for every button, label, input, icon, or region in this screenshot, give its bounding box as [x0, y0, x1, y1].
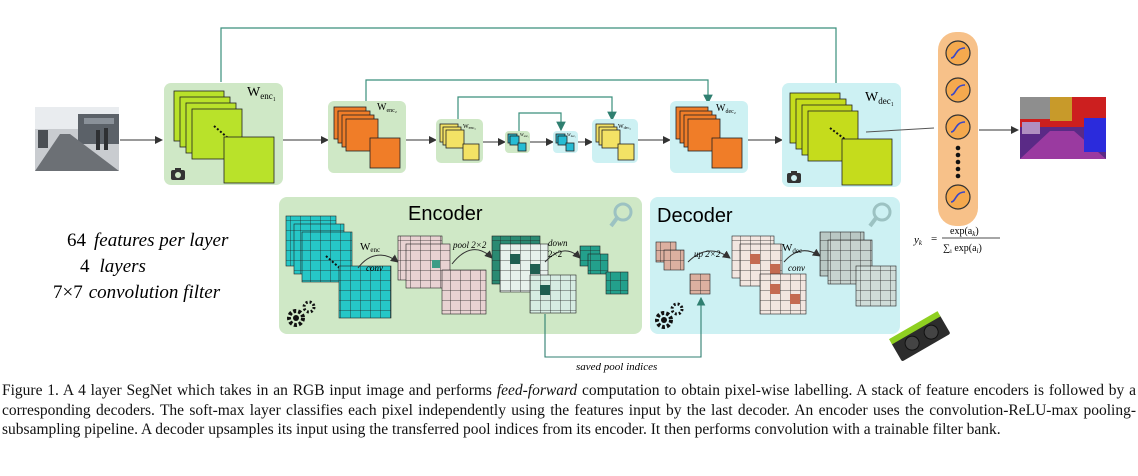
- segnet-architecture-figure: Wenc₁ Wenc₂ Wenc₃ Wenc₄: [35, 27, 1106, 373]
- dec1-weight-label: Wdec₁: [865, 90, 894, 106]
- svg-text:∑i exp(ai): ∑i exp(ai): [943, 243, 982, 255]
- encoder-pool-label: pool 2×2: [452, 240, 487, 250]
- caption-text-1: Figure 1. A 4 layer SegNet which takes i…: [2, 382, 497, 399]
- softmax-formula: yk = exp(ak) ∑i exp(ai): [913, 226, 1000, 255]
- decoder-title: Decoder: [657, 205, 733, 227]
- dec3-weight-label: Wdec₃: [618, 124, 631, 130]
- enc2-weight-label: Wenc₂: [377, 102, 397, 114]
- encoder-stage-4: Wenc₄: [505, 131, 530, 153]
- sigmoid-icon: [945, 40, 971, 66]
- enc1-weight-label: Wenc₁: [247, 85, 276, 101]
- figure-caption: Figure 1. A 4 layer SegNet which takes i…: [2, 381, 1136, 440]
- camera-icon: [171, 168, 185, 180]
- svg-text:=: =: [931, 233, 937, 245]
- softmax-layer: [938, 32, 978, 226]
- decoder-stage-3: Wdec₃: [592, 119, 638, 163]
- sigmoid-icon: [945, 114, 971, 140]
- encoder-stage-3: Wenc₃: [436, 119, 483, 163]
- dec2-weight-label: Wdec₂: [716, 103, 736, 115]
- sigmoid-icon: [945, 77, 971, 103]
- encoder-weight-label: Wenc: [360, 241, 380, 254]
- encoder-title: Encoder: [408, 203, 483, 225]
- encoder-down-label: down: [548, 238, 568, 248]
- caption-text-2: computation to obtain pixel-wise labelli…: [2, 382, 1136, 438]
- encoder-stage-1: Wenc₁: [164, 83, 283, 185]
- camera-icon: [787, 171, 801, 183]
- gears-icon: [655, 302, 684, 329]
- encoder-down-size-label: 2×2: [548, 249, 562, 259]
- svg-text:exp(ak): exp(ak): [950, 226, 979, 238]
- encoder-conv-label: conv: [366, 263, 383, 273]
- enc4-weight-label: Wenc₄: [520, 132, 529, 138]
- caption-emphasis: feed-forward: [496, 382, 578, 399]
- decoder-detail-panel: Decoder up 2×2 Wdec conv: [650, 197, 900, 334]
- decoder-stage-2: Wdec₂: [670, 101, 748, 173]
- svg-text:yk: yk: [913, 234, 923, 247]
- decoder-up-label: up 2×2: [694, 249, 721, 259]
- gears-icon: [287, 300, 316, 327]
- gpu-card-icon: [889, 311, 950, 361]
- dec4-weight-label: Wdec₄: [567, 132, 576, 138]
- decoder-stage-4: Wdec₄: [553, 131, 578, 153]
- encoder-stage-2: Wenc₂: [328, 101, 406, 173]
- enc3-weight-label: Wenc₃: [463, 124, 476, 130]
- output-segmentation: [1020, 97, 1106, 159]
- encoder-detail-panel: Encoder Wenc conv pool 2×2: [279, 197, 642, 334]
- decoder-stage-1: Wdec₁: [782, 83, 901, 187]
- sigmoid-icon: [945, 184, 971, 210]
- decoder-conv-label: conv: [788, 263, 805, 273]
- magnifier-icon: [868, 202, 892, 228]
- decoder-weight-label: Wdec: [782, 242, 802, 255]
- saved-pool-indices-label: saved pool indices: [576, 361, 657, 373]
- magnifier-icon: [609, 202, 633, 228]
- input-image: [35, 107, 119, 171]
